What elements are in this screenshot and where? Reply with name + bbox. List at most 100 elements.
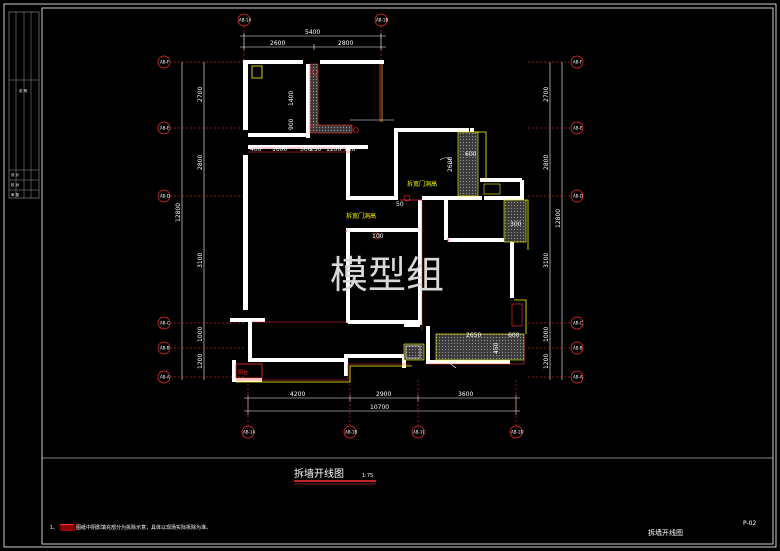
axis-marker-left-4: AB-C (157, 316, 171, 330)
svg-text:AB-D: AB-D (160, 194, 170, 199)
axis-marker-bottom-2: AB-1B (343, 425, 357, 439)
svg-text:1600: 1600 (272, 146, 287, 153)
axis-marker-bottom-3: AB-1C (411, 425, 425, 439)
svg-text:AB-F: AB-F (573, 60, 583, 65)
sheet-name: 拆墙开线图 (648, 528, 683, 537)
svg-text:450: 450 (493, 342, 500, 354)
svg-text:600: 600 (465, 151, 477, 158)
svg-text:1200: 1200 (326, 146, 341, 153)
title-block-row1: 说 明 (19, 88, 28, 93)
note-highlight-box (60, 524, 74, 531)
svg-text:400: 400 (250, 146, 262, 153)
title-block-row3: 校 对 (11, 182, 20, 187)
right-dimensions: 12800 2700 2800 3100 1000 1200 AB-F AB-E… (528, 55, 584, 384)
note-text: 图纸中阴影填充部分为拆除示意，具体以现场实际拆除为准。 (76, 524, 211, 531)
axis-marker-right-4: AB-C (570, 316, 584, 330)
dim-right-c: 3100 (543, 253, 550, 268)
axis-marker-top-2: AB-1B (374, 13, 388, 27)
svg-text:AB-C: AB-C (573, 321, 583, 326)
dim-top-total: 5400 (305, 29, 320, 36)
drawing-frame (41, 7, 774, 545)
dim-right-d: 1000 (543, 327, 550, 342)
svg-text:AB-1B: AB-1B (376, 18, 388, 23)
balcony-label: 阳台 (238, 369, 248, 376)
dim-top-b: 2800 (338, 40, 353, 47)
svg-text:AB-A: AB-A (160, 375, 170, 380)
watermark-text: 模型组 (330, 253, 444, 297)
dim-left-total: 12800 (175, 203, 182, 222)
svg-text:300: 300 (510, 221, 522, 228)
svg-text:100: 100 (372, 233, 384, 240)
dim-bottom-total: 10700 (370, 404, 389, 411)
svg-text:AB-1D: AB-1D (511, 430, 524, 435)
axis-marker-left-5: AB-B (157, 341, 171, 355)
axis-marker-left-1: AB-F (157, 55, 171, 69)
svg-text:50: 50 (396, 201, 404, 208)
axis-marker-right-3: AB-D (570, 189, 584, 203)
dim-right-total: 12800 (555, 209, 562, 228)
axis-marker-bottom-4: AB-1D (509, 425, 524, 439)
dim-left-a: 2700 (197, 87, 204, 102)
dim-right-e: 1200 (543, 354, 550, 369)
axis-marker-left-2: AB-E (157, 121, 171, 135)
sheet-border (3, 3, 777, 548)
dim-bottom-b: 2900 (376, 391, 391, 398)
svg-text:AB-E: AB-E (160, 126, 170, 131)
svg-text:AB-1B: AB-1B (345, 430, 357, 435)
drawing-title: 拆墙开线图 (294, 467, 344, 480)
door-markers (312, 69, 457, 369)
dim-left-d: 1000 (197, 327, 204, 342)
left-dimensions: 12800 2700 2800 3100 1000 1200 AB-F AB-E… (157, 55, 244, 384)
svg-text:500: 500 (300, 146, 312, 153)
svg-text:900: 900 (288, 118, 295, 130)
note-prefix: 1、 (50, 525, 58, 531)
svg-text:AB-B: AB-B (573, 346, 583, 351)
title-block-row4: 审 核 (11, 192, 20, 197)
svg-text:AB-D: AB-D (573, 194, 583, 199)
dim-bottom-c: 3600 (458, 391, 473, 398)
svg-text:AB-F: AB-F (160, 60, 170, 65)
svg-text:AB-1A: AB-1A (239, 18, 251, 23)
bottom-dimensions: 4200 2900 3600 10700 AB-1A AB-1B AB-1C A… (241, 380, 524, 439)
door-opening-label-2: 拆宽门洞高 (346, 212, 376, 220)
title-block-strip: 说 明 设 计 校 对 审 核 (8, 11, 40, 199)
sheet-number: P-02 (743, 520, 756, 527)
dim-top-a: 2600 (270, 40, 285, 47)
axis-marker-right-2: AB-E (570, 121, 584, 135)
svg-text:600: 600 (508, 332, 520, 339)
drawing-scale: 1:75 (362, 473, 373, 479)
svg-text:AB-B: AB-B (160, 346, 170, 351)
axis-marker-left-3: AB-D (157, 189, 171, 203)
inner-dimensions: 400 1600 500 250 1200 100 1400 900 600 2… (248, 91, 522, 354)
svg-text:100: 100 (344, 146, 356, 153)
svg-text:1400: 1400 (288, 91, 295, 106)
svg-text:AB-1A: AB-1A (243, 430, 255, 435)
axis-marker-right-6: AB-A (570, 370, 584, 384)
title-block-row2: 设 计 (11, 172, 20, 177)
svg-text:2600: 2600 (447, 157, 454, 172)
axis-marker-left-6: AB-A (157, 370, 171, 384)
top-dimensions: 5400 2600 2800 AB-1A AB-1B (237, 13, 388, 60)
walls (230, 60, 524, 382)
demolition-hatch (309, 63, 527, 361)
dim-left-b: 2800 (197, 155, 204, 170)
dim-right-a: 2700 (543, 87, 550, 102)
svg-text:AB-C: AB-C (160, 321, 170, 326)
axis-marker-right-5: AB-B (570, 341, 584, 355)
demolition-outlines (235, 64, 529, 383)
svg-text:2650: 2650 (466, 332, 481, 339)
svg-text:AB-1C: AB-1C (413, 430, 425, 435)
dim-left-c: 3100 (197, 253, 204, 268)
axis-marker-right-1: AB-F (570, 55, 584, 69)
note-highlight: ████ (59, 525, 76, 532)
svg-text:AB-A: AB-A (573, 375, 583, 380)
svg-text:AB-E: AB-E (573, 126, 583, 131)
axis-marker-bottom-1: AB-1A (241, 425, 255, 439)
dim-right-b: 2800 (543, 155, 550, 170)
dim-bottom-a: 4200 (290, 391, 305, 398)
door-opening-label-1: 拆宽门洞高 (407, 180, 437, 188)
dim-left-e: 1200 (197, 354, 204, 369)
svg-text:250: 250 (310, 146, 322, 153)
axis-marker-top-1: AB-1A (237, 13, 251, 27)
